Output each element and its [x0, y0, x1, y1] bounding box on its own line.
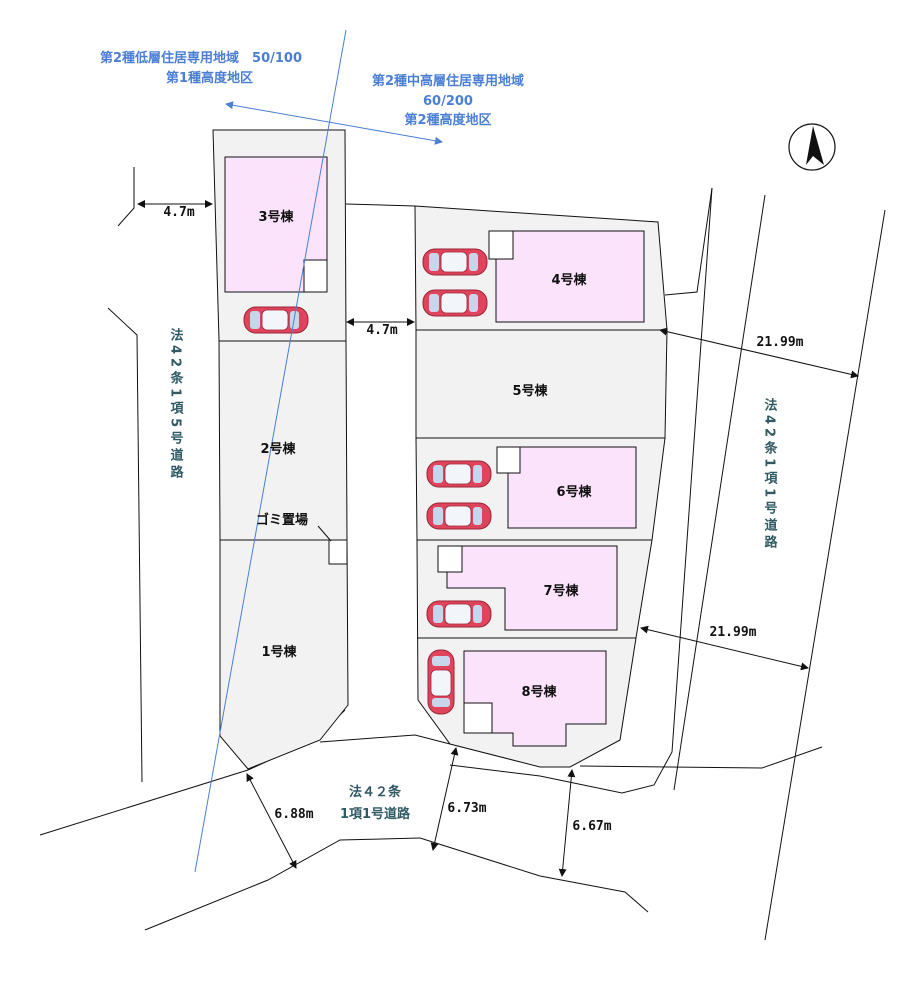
garbage-area [328, 539, 348, 565]
road-bottom-line2: 1項1号道路 [340, 806, 411, 822]
car-icon [243, 306, 309, 334]
north-arrow-icon [788, 123, 836, 171]
zoning-right-line2: 60/200 [423, 94, 473, 109]
dimension-lines [137, 200, 859, 877]
zoning-boundary-line [194, 29, 347, 873]
building-4-label: 4号棟 [551, 272, 587, 288]
car-icon [422, 289, 488, 317]
building-2-label: 2号棟 [260, 441, 296, 457]
dimension-label: 4.7m [366, 323, 397, 338]
dimension-label: 21.99m [710, 625, 757, 640]
dimension-label: 21.99m [757, 335, 804, 350]
zoning-right-line3: 第2種高度地区 [404, 112, 491, 128]
car-icon [426, 502, 492, 530]
zoning-right-line1: 第2種中高層住居専用地域 [372, 73, 524, 89]
garbage-area-label: ゴミ置場 [256, 512, 308, 528]
zoning-left-line1: 第2種低層住居専用地域 50/100 [100, 50, 302, 66]
dimension-label: 6.73m [447, 801, 486, 816]
road-right-label: 法42条1項1号道路 [762, 397, 778, 552]
car-icon [426, 460, 492, 488]
dimension-label: 6.67m [572, 819, 611, 834]
car-icon [422, 248, 488, 276]
car-icon [426, 600, 492, 628]
dimension-label: 6.88m [274, 807, 313, 822]
zoning-left-line2: 第1種高度地区 [166, 70, 253, 86]
building-3-label: 3号棟 [258, 209, 294, 225]
building-6 [496, 446, 637, 529]
building-7-label: 7号棟 [543, 583, 579, 599]
road-bottom-line1: 法４２条 [349, 784, 402, 800]
building-8 [463, 650, 607, 747]
road-left-label: 法42条1項5号道路 [168, 327, 184, 482]
zoning-arrow [225, 101, 443, 145]
building-4 [488, 230, 645, 323]
building-7 [437, 545, 618, 631]
building-8-label: 8号棟 [521, 684, 557, 700]
dimension-label: 4.7m [163, 205, 194, 220]
building-6-label: 6号棟 [556, 484, 592, 500]
building-5-label: 5号棟 [512, 383, 548, 399]
building-1-label: 1号棟 [261, 644, 297, 660]
car-icon [427, 649, 455, 715]
building-3 [224, 156, 328, 293]
